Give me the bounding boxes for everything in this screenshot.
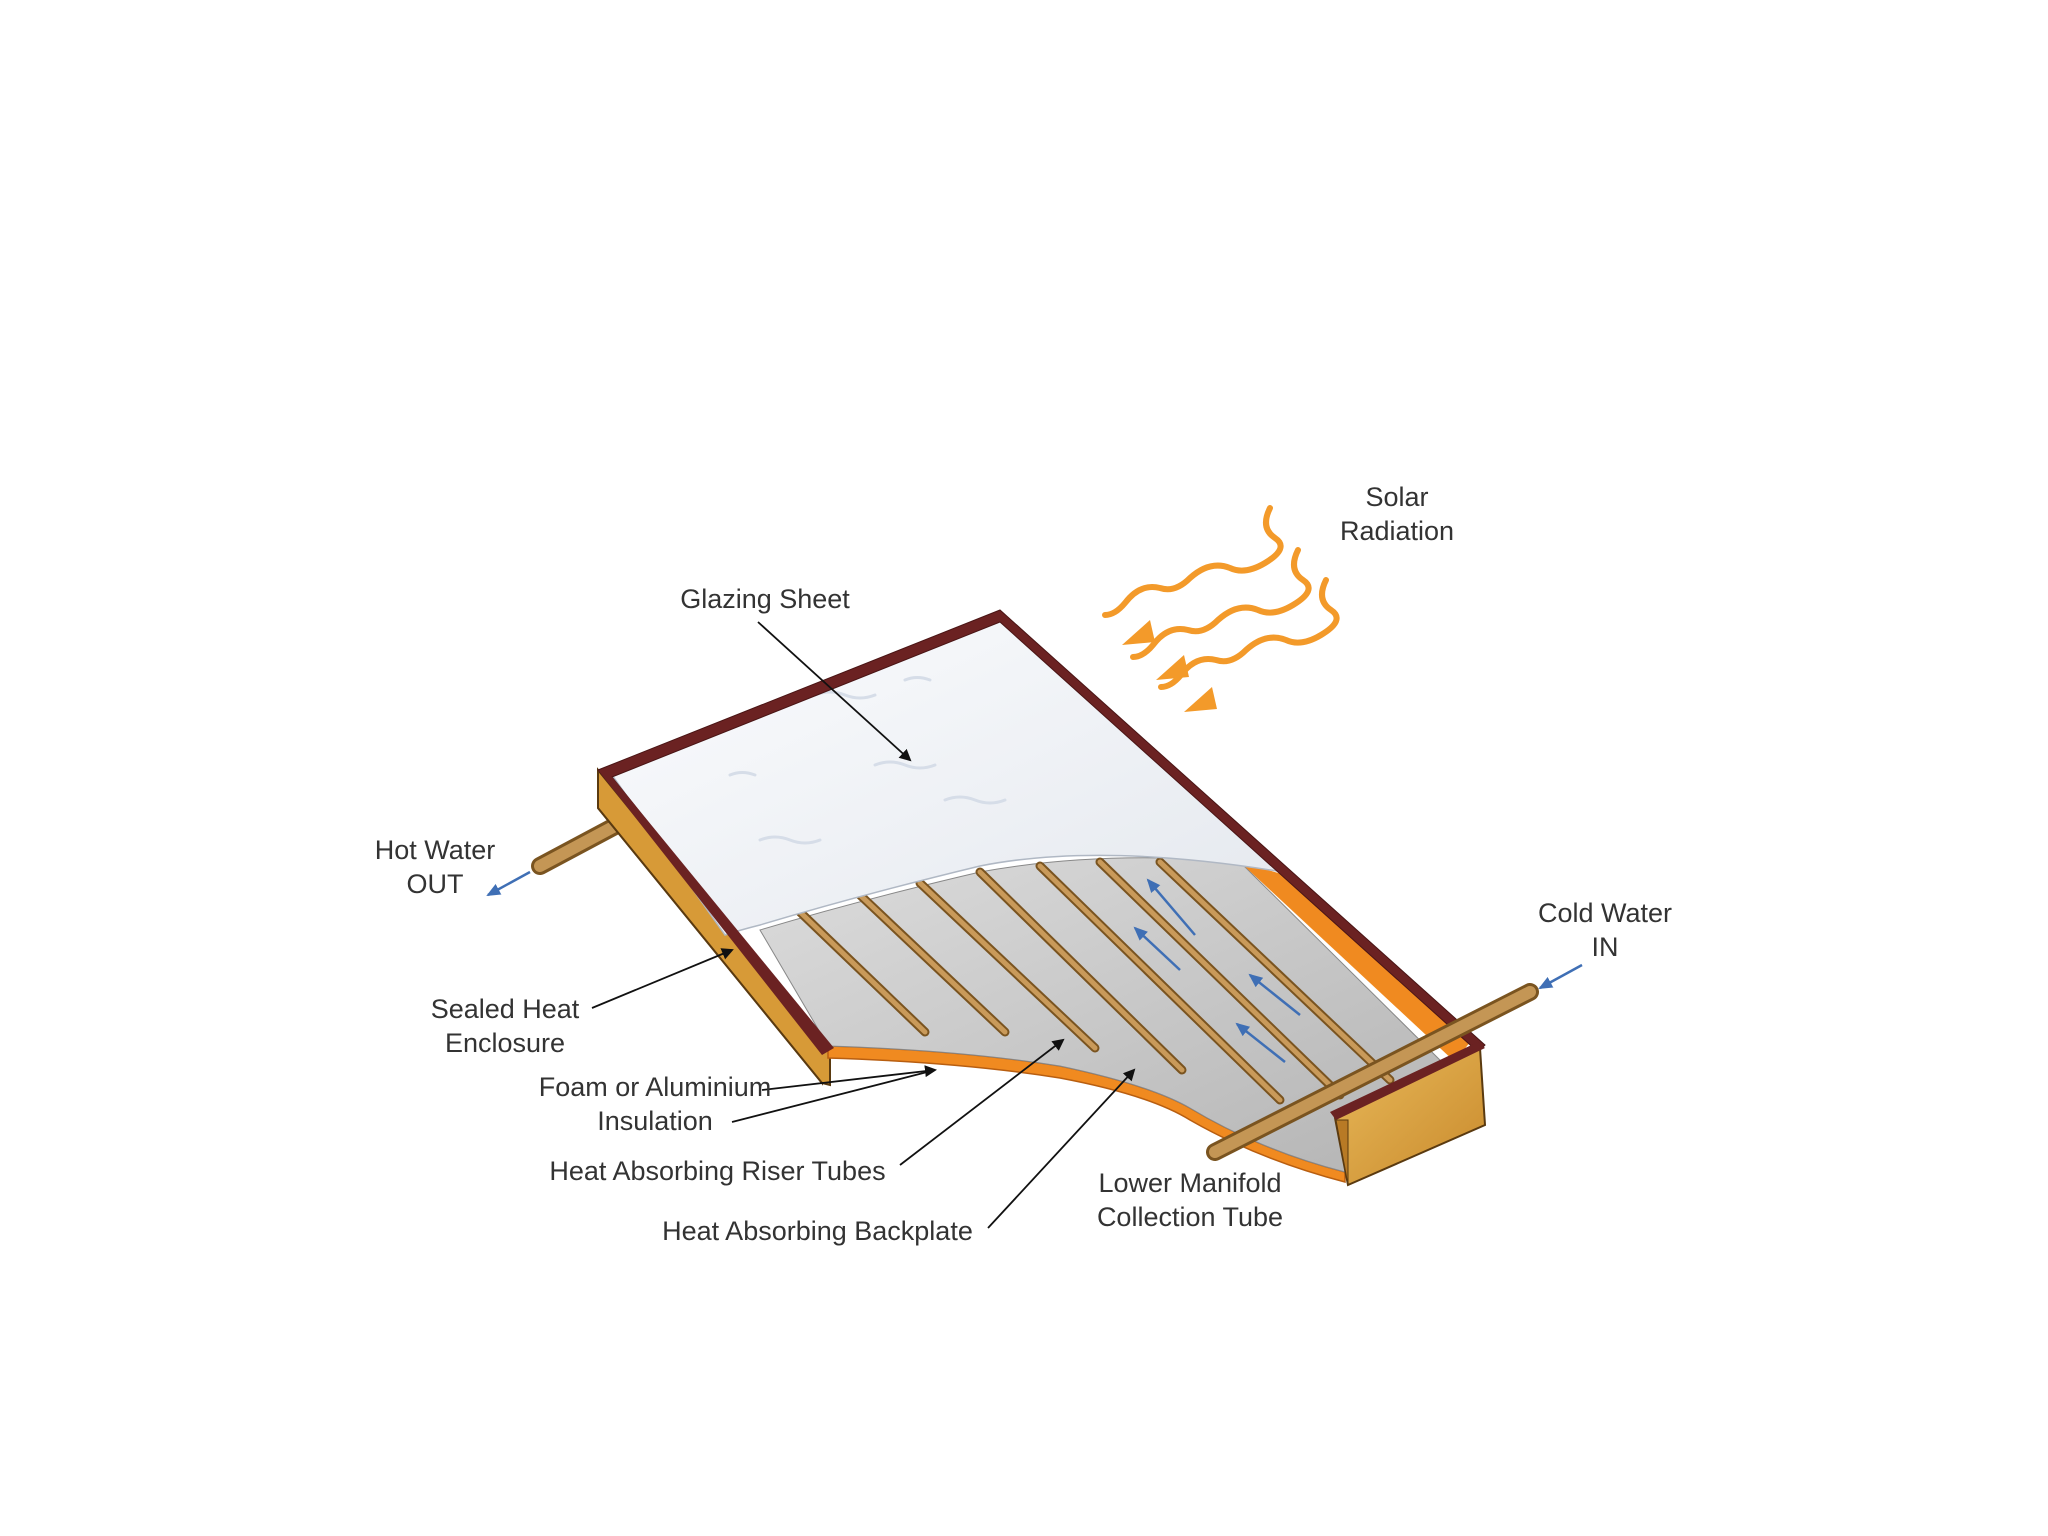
solar-radiation-arrows: [1105, 508, 1337, 687]
label-lower-manifold: Lower Manifold Collection Tube: [1080, 1166, 1300, 1234]
label-sealed-line1: Sealed Heat: [410, 992, 600, 1026]
label-hot-water-out: Hot Water OUT: [355, 833, 515, 901]
label-sealed-heat-enclosure: Sealed Heat Enclosure: [410, 992, 600, 1060]
label-backplate: Heat Absorbing Backplate: [645, 1214, 990, 1248]
label-backplate-text: Heat Absorbing Backplate: [645, 1214, 990, 1248]
label-insulation: Foam or Aluminium Insulation: [520, 1070, 790, 1138]
label-insulation-line2: Insulation: [520, 1104, 790, 1138]
label-solar-line1: Solar: [1312, 480, 1482, 514]
label-riser-text: Heat Absorbing Riser Tubes: [530, 1154, 905, 1188]
label-hot-line2: OUT: [355, 867, 515, 901]
label-cold-water-in: Cold Water IN: [1520, 896, 1690, 964]
label-insulation-line1: Foam or Aluminium: [520, 1070, 790, 1104]
label-cold-line1: Cold Water: [1520, 896, 1690, 930]
label-sealed-line2: Enclosure: [410, 1026, 600, 1060]
label-hot-line1: Hot Water: [355, 833, 515, 867]
label-glazing-text: Glazing Sheet: [660, 582, 870, 616]
label-solar-line2: Radiation: [1312, 514, 1482, 548]
label-glazing-sheet: Glazing Sheet: [660, 582, 870, 616]
label-solar-radiation: Solar Radiation: [1312, 480, 1482, 548]
label-manifold-line2: Collection Tube: [1080, 1200, 1300, 1234]
label-cold-line2: IN: [1520, 930, 1690, 964]
label-manifold-line1: Lower Manifold: [1080, 1166, 1300, 1200]
label-riser-tubes: Heat Absorbing Riser Tubes: [530, 1154, 905, 1188]
hot-water-pipe: [540, 826, 615, 866]
